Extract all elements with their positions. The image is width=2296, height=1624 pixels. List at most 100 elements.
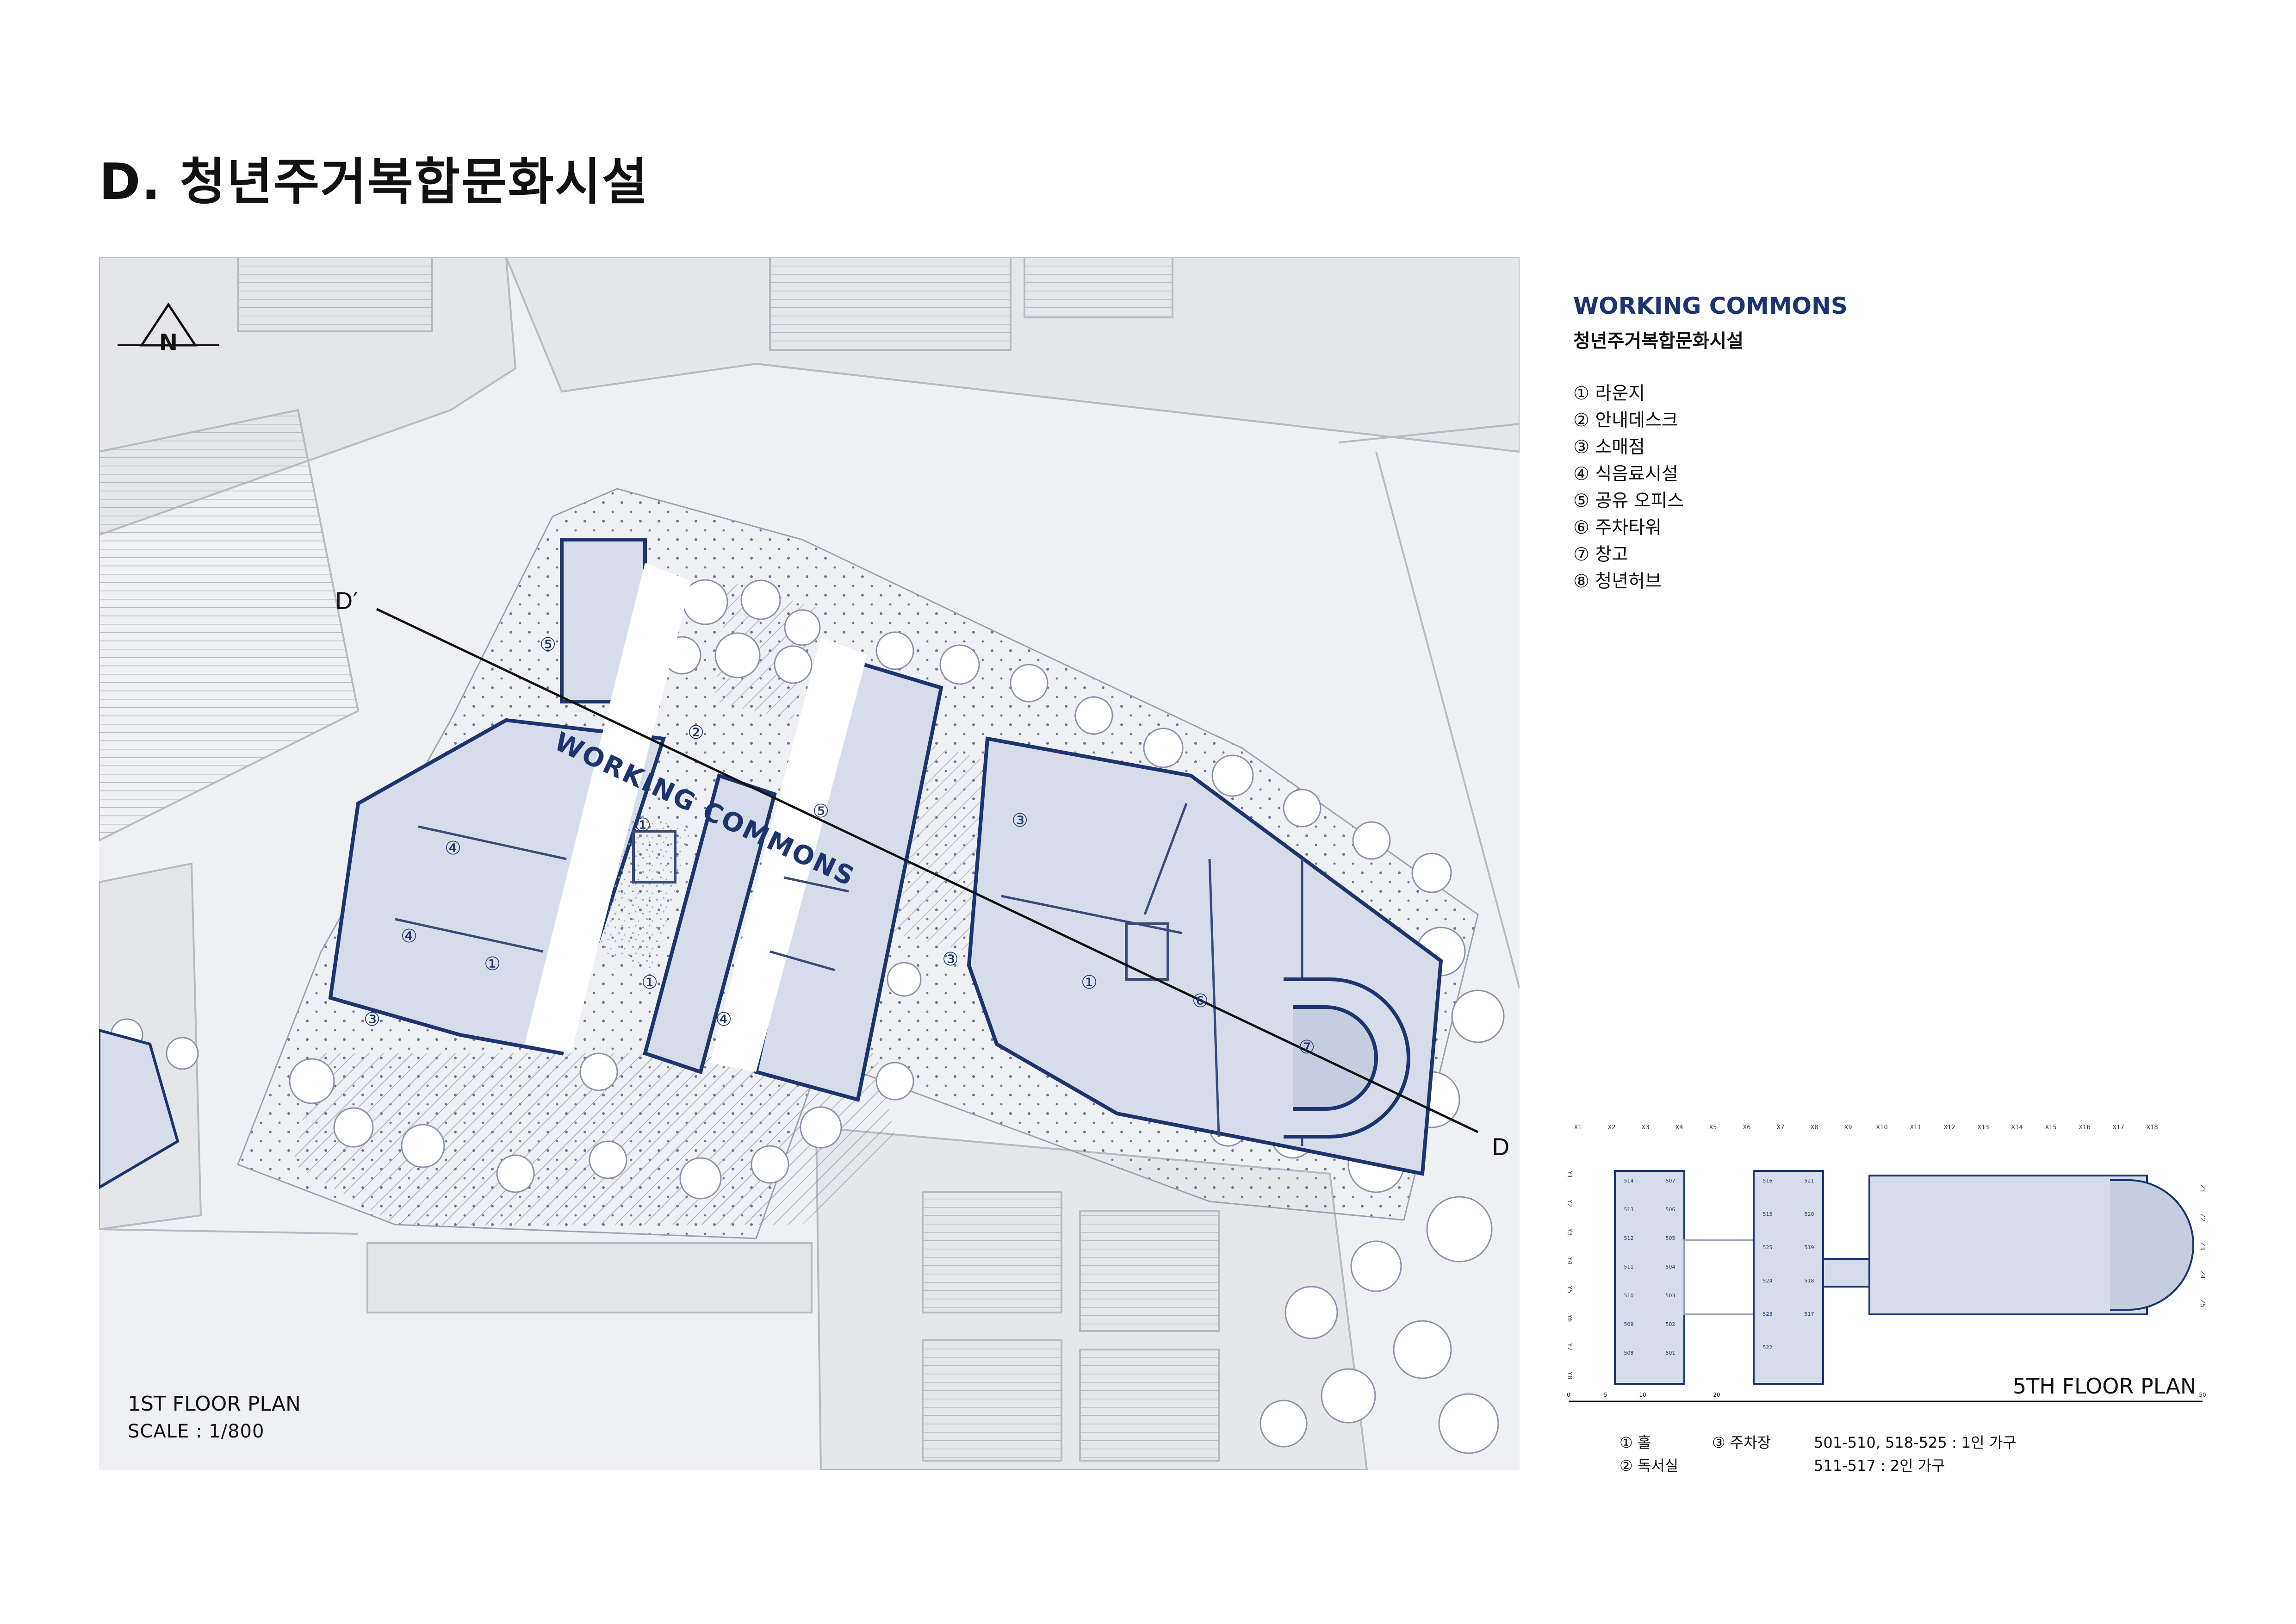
room-number: ⑥ — [1192, 990, 1209, 1012]
legend-item: ① 라운지 — [1573, 383, 1645, 404]
grid-x-label: X14 — [2011, 1124, 2023, 1131]
unit-label: 501 — [1666, 1350, 1675, 1356]
plan-scale: SCALE : 1/800 — [128, 1421, 265, 1442]
unit-label: 522 — [1763, 1344, 1773, 1350]
fifth-legend-item: ② 독서실 — [1620, 1457, 1679, 1475]
room-number: ② — [688, 722, 704, 743]
grid-y-label: Y2 — [1566, 1199, 1573, 1207]
room-number: ① — [1081, 972, 1098, 993]
scale-tick-label: 0 — [1567, 1392, 1570, 1398]
room-number: ④ — [445, 838, 461, 859]
unit-label: 525 — [1763, 1244, 1773, 1251]
unit-label: 512 — [1624, 1235, 1634, 1241]
site-plan: D′ D N WORKING COMMONS ⑤ ② ⑤ ① ③ ④ ④ ① ①… — [99, 257, 1520, 1470]
unit-label: 508 — [1624, 1350, 1634, 1356]
unit-label: 509 — [1624, 1321, 1634, 1327]
grid-x-label: X12 — [1943, 1124, 1955, 1131]
grid-z-label: Z4 — [2199, 1271, 2206, 1279]
room-number: ④ — [715, 1009, 732, 1030]
grid-y-label: Y1 — [1566, 1170, 1573, 1178]
unit-label: 516 — [1763, 1178, 1773, 1184]
unit-label: 506 — [1666, 1207, 1675, 1213]
grid-y-label: Y6 — [1566, 1314, 1573, 1322]
fifth-floor-caption: 5TH FLOOR PLAN — [2013, 1374, 2197, 1399]
unit-label: 519 — [1805, 1244, 1814, 1251]
unit-label: 513 — [1624, 1207, 1634, 1213]
units-left: 5145135125115105095085075065055045035025… — [1624, 1178, 1675, 1356]
grid-x-label: X11 — [1910, 1124, 1921, 1131]
plan-caption: 1ST FLOOR PLAN — [128, 1392, 301, 1416]
grid-x-label: X1 — [1574, 1124, 1582, 1131]
unit-label: 504 — [1666, 1264, 1675, 1270]
grid-x-label: X4 — [1675, 1124, 1683, 1131]
scale-tick-label: 20 — [1713, 1392, 1720, 1398]
room-number: ① — [641, 972, 658, 993]
room-number: ⑦ — [1298, 1037, 1315, 1058]
grid-x-label: X5 — [1709, 1124, 1717, 1131]
unit-label: 511 — [1624, 1264, 1634, 1270]
room-number: ③ — [364, 1009, 380, 1030]
unit-label: 523 — [1763, 1311, 1773, 1317]
grid-z-label: Z3 — [2199, 1242, 2206, 1250]
legend-title: WORKING COMMONS — [1573, 292, 1848, 319]
legend-item: ④ 식음료시설 — [1573, 464, 1678, 485]
grid-y-label: Y7 — [1566, 1343, 1573, 1350]
grid-z-label: Z5 — [2199, 1300, 2206, 1307]
grid-x-label: X17 — [2112, 1124, 2124, 1131]
fifth-legend-item: ③ 주차장 — [1712, 1434, 1771, 1451]
fifth-legend-item: 501-510, 518-525 : 1인 가구 — [1814, 1434, 2017, 1451]
room-number: ① — [634, 815, 651, 836]
grid-z-label: Z1 — [2199, 1185, 2206, 1193]
legend-item: ⑤ 공유 오피스 — [1573, 491, 1684, 511]
paved-plaza — [293, 1053, 895, 1225]
fifth-legend-col2: ③ 주차장 — [1712, 1431, 1771, 1454]
scale-tick-label: 50 — [2199, 1392, 2206, 1398]
fifth-legend-col3: 501-510, 518-525 : 1인 가구 511-517 : 2인 가구 — [1814, 1431, 2017, 1477]
unit-label: 510 — [1624, 1293, 1634, 1299]
north-arrow: N — [118, 302, 219, 355]
unit-label: 521 — [1805, 1178, 1814, 1184]
unit-label: 524 — [1763, 1278, 1773, 1284]
grid-z-label: Z2 — [2199, 1213, 2206, 1221]
unit-label: 507 — [1666, 1178, 1675, 1184]
legend-list: ① 라운지 ② 안내데스크 ③ 소매점 ④ 식음료시설 ⑤ 공유 오피스 ⑥ 주… — [1573, 380, 1684, 595]
room-number: ③ — [1011, 810, 1028, 831]
unit-label: 505 — [1666, 1235, 1675, 1241]
surrounding-parcels — [99, 257, 1520, 1470]
scale-tick-label: 10 — [1639, 1392, 1646, 1398]
fifth-floor-masses — [1614, 1170, 2194, 1385]
lounge-strips — [525, 563, 867, 1072]
grid-x-label: X10 — [1876, 1124, 1887, 1131]
grid-y-label: Y8 — [1566, 1371, 1573, 1379]
room-number: ⑤ — [540, 634, 556, 655]
room-numbers: ⑤ ② ⑤ ① ③ ④ ④ ① ① ③ ① ⑥ ④ ③ ⑦ — [364, 634, 1315, 1058]
grid-x-label: X15 — [2045, 1124, 2056, 1131]
fifth-legend-item: 511-517 : 2인 가구 — [1814, 1457, 1945, 1475]
legend-item: ⑦ 창고 — [1573, 544, 1629, 565]
grid-x-label: X18 — [2146, 1124, 2158, 1131]
unit-label: 515 — [1763, 1211, 1773, 1217]
grid-x-label: X3 — [1641, 1124, 1649, 1131]
grid-y-label: Y3 — [1566, 1228, 1573, 1236]
legend-item: ⑥ 주차타워 — [1573, 517, 1662, 538]
unit-label: 503 — [1666, 1293, 1675, 1299]
fifth-legend-item: ① 홀 — [1620, 1434, 1651, 1451]
unit-label: 520 — [1805, 1211, 1814, 1217]
grid-x-label: X13 — [1977, 1124, 1989, 1131]
neighbour-building — [99, 1028, 180, 1189]
grid-x-label: X9 — [1844, 1124, 1852, 1131]
grid-y-label: Y4 — [1566, 1257, 1573, 1264]
section-start-label: D′ — [335, 588, 358, 615]
unit-label: 514 — [1624, 1178, 1634, 1184]
unit-label: 518 — [1805, 1278, 1814, 1284]
grid-x-label: X6 — [1743, 1124, 1750, 1131]
grid-x-label: X7 — [1776, 1124, 1784, 1131]
section-end-label: D — [1492, 1134, 1510, 1161]
